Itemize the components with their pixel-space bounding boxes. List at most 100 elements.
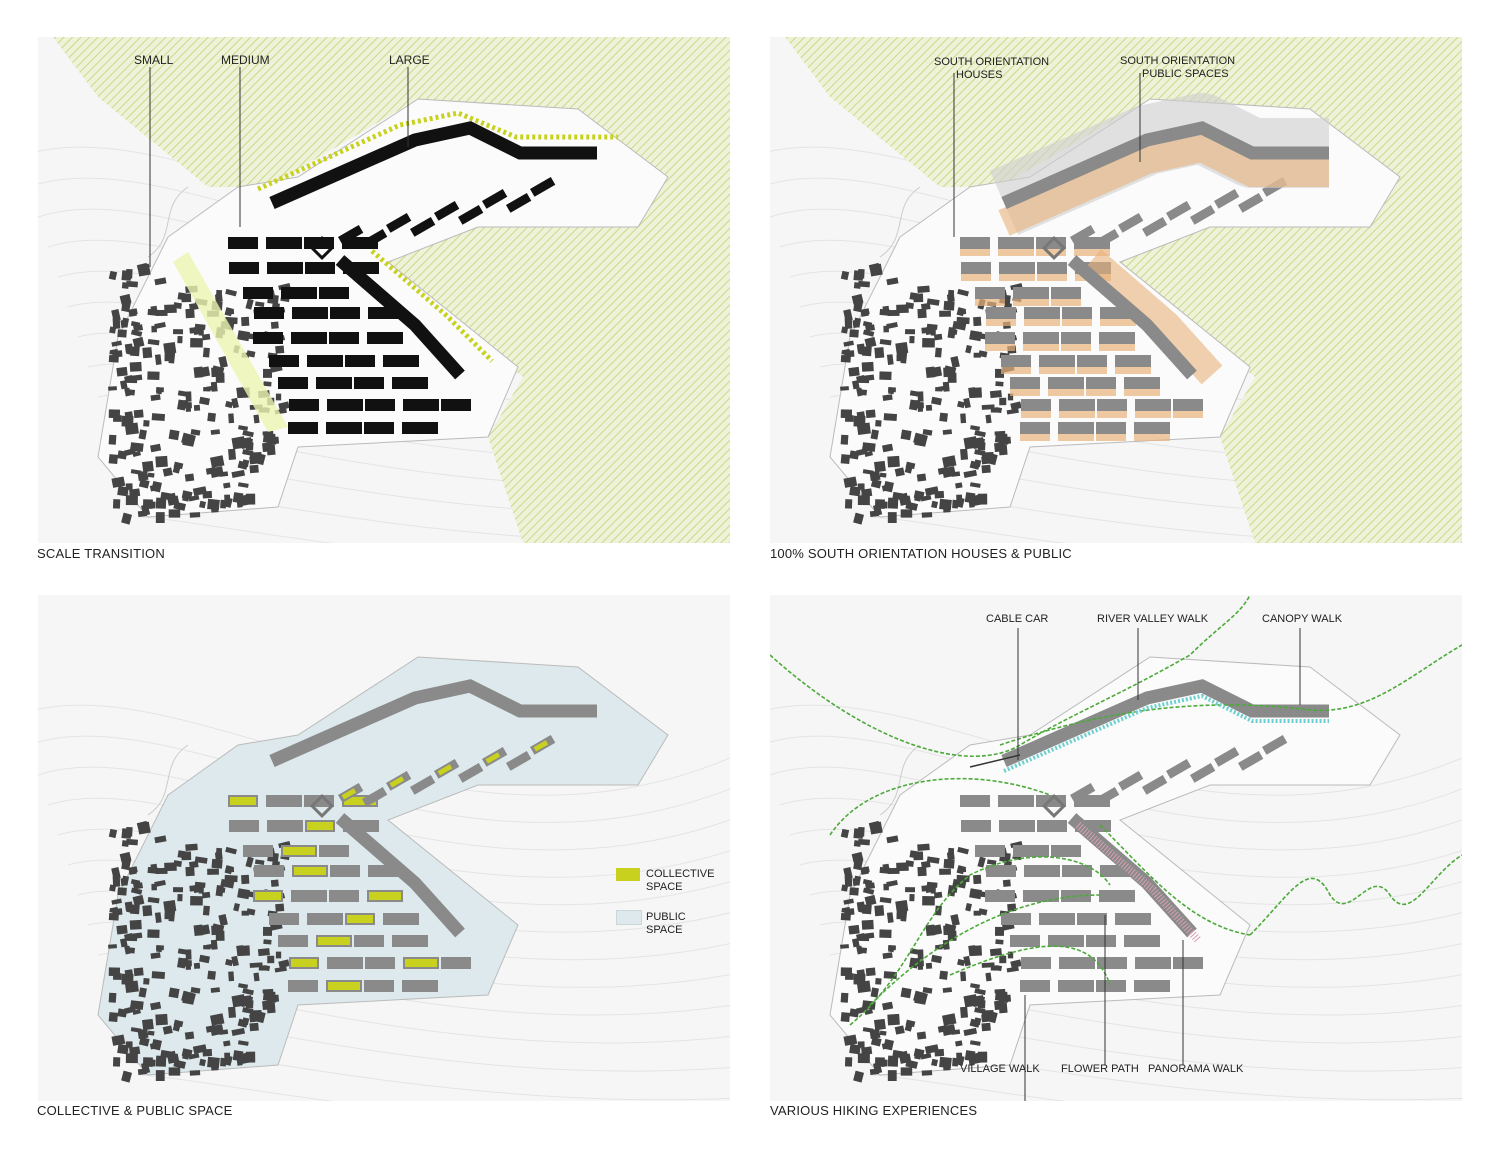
terrace-house bbox=[1142, 217, 1168, 237]
hiking-path bbox=[770, 595, 1251, 757]
village-house bbox=[865, 324, 876, 332]
village-house bbox=[856, 980, 871, 994]
village-house bbox=[125, 1041, 133, 1048]
village-house bbox=[895, 900, 909, 913]
medium-house bbox=[1099, 332, 1135, 344]
hiking-path bbox=[1249, 854, 1462, 936]
village-house bbox=[155, 512, 165, 524]
village-house bbox=[994, 926, 1005, 936]
village-house bbox=[974, 430, 986, 438]
medium-house bbox=[960, 795, 990, 807]
village-house bbox=[887, 1055, 899, 1067]
village-house bbox=[193, 404, 201, 411]
village-house bbox=[843, 340, 854, 347]
village-house bbox=[173, 1019, 184, 1028]
village-house bbox=[931, 396, 942, 406]
south-terrace bbox=[1061, 344, 1091, 351]
village-house bbox=[969, 482, 981, 488]
medium-house bbox=[307, 355, 343, 367]
village-house bbox=[129, 361, 142, 372]
village-house bbox=[882, 863, 890, 870]
large-building bbox=[335, 813, 465, 938]
village-house bbox=[840, 434, 849, 445]
village-house bbox=[964, 492, 976, 504]
south-public-space bbox=[998, 133, 1329, 236]
village-house bbox=[920, 1052, 932, 1060]
south-terrace bbox=[975, 299, 1005, 306]
village-house bbox=[913, 293, 924, 303]
village-house bbox=[879, 929, 892, 939]
medium-house bbox=[1124, 935, 1160, 947]
village-house bbox=[921, 884, 934, 892]
village-house bbox=[155, 309, 168, 317]
village-house bbox=[840, 270, 850, 281]
large-building bbox=[1001, 679, 1329, 767]
medium-house bbox=[316, 377, 352, 389]
village-house bbox=[215, 372, 225, 383]
label-medium: MEDIUM bbox=[221, 53, 270, 67]
village-house bbox=[870, 987, 879, 998]
village-house bbox=[138, 1036, 150, 1047]
village-house bbox=[916, 1031, 927, 1040]
village-house bbox=[155, 497, 167, 509]
legend-swatch-public bbox=[616, 910, 642, 925]
village-house bbox=[202, 905, 210, 916]
village-house bbox=[249, 962, 263, 968]
village-house bbox=[916, 473, 927, 482]
village-house bbox=[909, 948, 921, 955]
village-house bbox=[188, 860, 199, 869]
village-house bbox=[231, 469, 246, 478]
village-house bbox=[887, 455, 900, 468]
village-house bbox=[924, 1044, 939, 1054]
medium-house bbox=[392, 935, 428, 947]
medium-house bbox=[1024, 307, 1060, 319]
village-house bbox=[973, 874, 982, 885]
village-house bbox=[193, 366, 204, 379]
medium-house bbox=[281, 287, 317, 299]
gateway-square bbox=[309, 235, 335, 261]
south-terrace bbox=[1077, 367, 1107, 374]
site-plan-scale bbox=[38, 37, 730, 543]
village-house bbox=[154, 835, 167, 844]
terrace-house bbox=[506, 751, 532, 771]
village-house bbox=[963, 955, 971, 967]
medium-house bbox=[1024, 865, 1060, 877]
village-house bbox=[849, 887, 859, 896]
village-house bbox=[228, 866, 235, 873]
village-house bbox=[933, 891, 943, 899]
terrace-house bbox=[362, 787, 388, 807]
village-house bbox=[188, 1052, 200, 1060]
edge-walk bbox=[256, 110, 618, 192]
village-house bbox=[844, 875, 853, 887]
village-house bbox=[995, 381, 1004, 387]
village-house bbox=[873, 460, 886, 473]
village-house bbox=[886, 354, 894, 365]
medium-house bbox=[266, 237, 302, 249]
village-house bbox=[905, 501, 919, 511]
label-panorama-walk: PANORAMA WALK bbox=[1148, 1063, 1244, 1075]
road bbox=[147, 186, 189, 258]
terrace-house bbox=[1166, 200, 1192, 221]
village-house bbox=[242, 430, 254, 438]
village-house bbox=[150, 1001, 162, 1011]
village-house bbox=[177, 399, 187, 411]
large-building bbox=[1067, 255, 1197, 380]
collective-space bbox=[341, 788, 357, 800]
village-house bbox=[960, 413, 967, 424]
village-house bbox=[882, 305, 890, 312]
village-house bbox=[851, 380, 860, 390]
village-house bbox=[952, 320, 967, 331]
village-house bbox=[963, 1027, 978, 1036]
medium-house bbox=[329, 332, 359, 344]
village-house bbox=[858, 280, 871, 288]
village-house bbox=[209, 1024, 224, 1036]
village-house bbox=[970, 983, 981, 989]
village-house bbox=[1006, 966, 1019, 973]
south-public-space bbox=[1082, 249, 1223, 385]
village-house bbox=[974, 1007, 986, 1014]
collective-space bbox=[328, 982, 360, 990]
village-house bbox=[900, 509, 913, 518]
medium-house bbox=[1051, 845, 1081, 857]
village-house bbox=[986, 859, 997, 865]
village-house bbox=[948, 886, 958, 893]
